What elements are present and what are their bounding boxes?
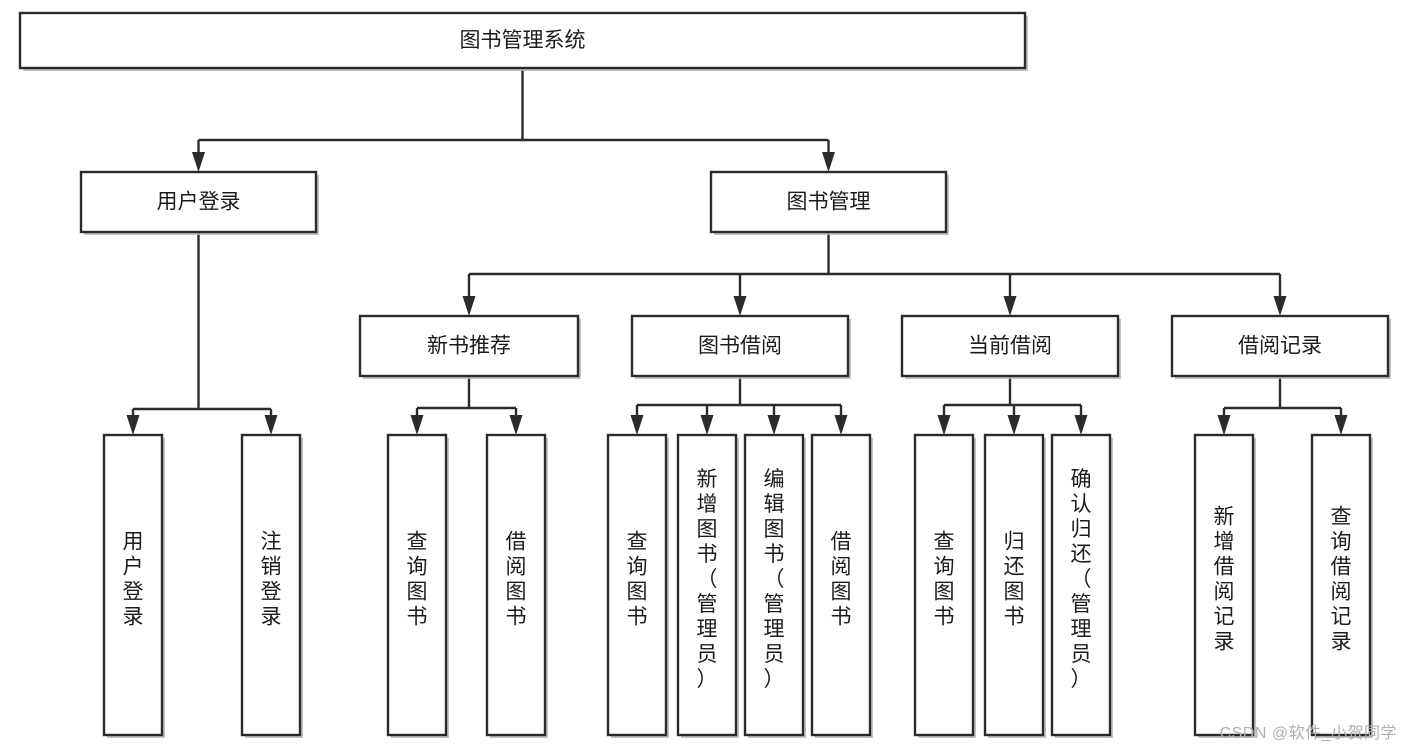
arrow-head-icon [126,415,140,435]
node-rect[interactable] [386,433,448,737]
node-rect[interactable] [810,433,872,737]
watermark-text: CSDN @软件_小贺同学 [1219,725,1397,742]
arrow-head-icon [767,415,781,435]
node-rect[interactable] [1310,433,1372,737]
node-book-manage[interactable]: 图书管理 [709,170,949,235]
node-rect[interactable] [79,170,318,234]
node-label: 新增借阅记录 [1214,506,1235,654]
connector-layer [126,68,1348,435]
node-label: 当前借阅 [968,335,1052,358]
node-rect[interactable] [102,433,164,737]
node-leaf-logout[interactable]: 注销登录 [240,433,303,738]
node-rect[interactable] [1170,314,1390,378]
node-label: 查询图书 [407,531,428,629]
arrow-head-icon [822,152,835,172]
arrow-head-icon [192,152,205,172]
node-leaf-borrow-book-1[interactable]: 借阅图书 [485,433,548,738]
node-label: 图书借阅 [698,335,782,358]
node-rect[interactable] [18,11,1027,70]
arrow-head-icon [509,415,523,435]
node-label: 图书管理 [787,191,871,214]
node-label: 借阅记录 [1238,335,1322,358]
node-leaf-return-book[interactable]: 归还图书 [983,433,1046,738]
node-rect[interactable] [913,433,975,737]
node-user-login[interactable]: 用户登录 [79,170,319,235]
node-leaf-confirm-return[interactable]: 确认归还（管理员） [1050,433,1113,738]
node-leaf-edit-book[interactable]: 编辑图书（管理员） [743,433,806,738]
node-rect[interactable] [630,314,850,378]
connector-group-borrow-record [1217,376,1348,435]
node-label: 借阅图书 [506,531,527,629]
node-root[interactable]: 图书管理系统 [18,11,1028,71]
node-label: 编辑图书（管理员） [764,468,785,691]
connector-group-book-borrow [630,376,848,435]
arrow-head-icon [1217,415,1231,435]
node-label: 查询借阅记录 [1331,506,1352,654]
node-leaf-add-book[interactable]: 新增图书（管理员） [676,433,739,738]
node-rect[interactable] [1193,433,1255,737]
arrow-head-icon [733,296,747,316]
node-current-borrow[interactable]: 当前借阅 [900,314,1121,379]
connector-group-user-login [126,232,278,435]
arrow-head-icon [937,415,951,435]
arrow-head-icon [462,296,476,316]
node-rect[interactable] [606,433,668,737]
node-label: 用户登录 [157,191,241,214]
node-leaf-query-book-1[interactable]: 查询图书 [386,433,449,738]
node-leaf-add-record[interactable]: 新增借阅记录 [1193,433,1256,738]
node-leaf-user-login[interactable]: 用户登录 [102,433,165,738]
node-label: 用户登录 [123,531,144,629]
node-label: 确认归还（管理员） [1071,468,1092,691]
node-label: 新书推荐 [427,335,511,358]
arrow-head-icon [1003,296,1017,316]
node-label: 注销登录 [261,531,282,629]
node-rect[interactable] [983,433,1045,737]
node-rect[interactable] [900,314,1120,378]
arrow-head-icon [1007,415,1021,435]
arrow-head-icon [1334,415,1348,435]
arrow-head-icon [834,415,848,435]
node-label: 新增图书（管理员） [697,468,718,691]
node-leaf-query-book-3[interactable]: 查询图书 [913,433,976,738]
node-book-borrow[interactable]: 图书借阅 [630,314,851,379]
node-label: 查询图书 [627,531,648,629]
arrow-head-icon [410,415,424,435]
node-borrow-record[interactable]: 借阅记录 [1170,314,1391,379]
node-rect[interactable] [1050,433,1112,737]
node-leaf-borrow-book-2[interactable]: 借阅图书 [810,433,873,738]
node-rect[interactable] [358,314,580,378]
node-rect[interactable] [240,433,302,737]
node-new-book-recommend[interactable]: 新书推荐 [358,314,581,379]
node-rect[interactable] [676,433,738,737]
node-rect[interactable] [743,433,805,737]
arrow-head-icon [1273,296,1287,316]
arrow-head-icon [1074,415,1088,435]
connector-group-current-borrow [937,376,1088,435]
node-rect[interactable] [485,433,547,737]
node-label: 归还图书 [1004,531,1025,629]
connector-group-new-book-recommend [410,376,523,435]
node-leaf-query-record[interactable]: 查询借阅记录 [1310,433,1373,738]
connector-group-book-manage [462,232,1287,316]
connector-group-root [192,68,835,172]
node-label: 图书管理系统 [460,29,586,52]
node-label: 借阅图书 [831,531,852,629]
arrow-head-icon [700,415,714,435]
arrow-head-icon [264,415,278,435]
node-label: 查询图书 [934,531,955,629]
node-layer: 图书管理系统用户登录图书管理新书推荐图书借阅当前借阅借阅记录用户登录注销登录查询… [18,11,1391,738]
arrow-head-icon [630,415,644,435]
node-leaf-query-book-2[interactable]: 查询图书 [606,433,669,738]
node-rect[interactable] [709,170,948,234]
